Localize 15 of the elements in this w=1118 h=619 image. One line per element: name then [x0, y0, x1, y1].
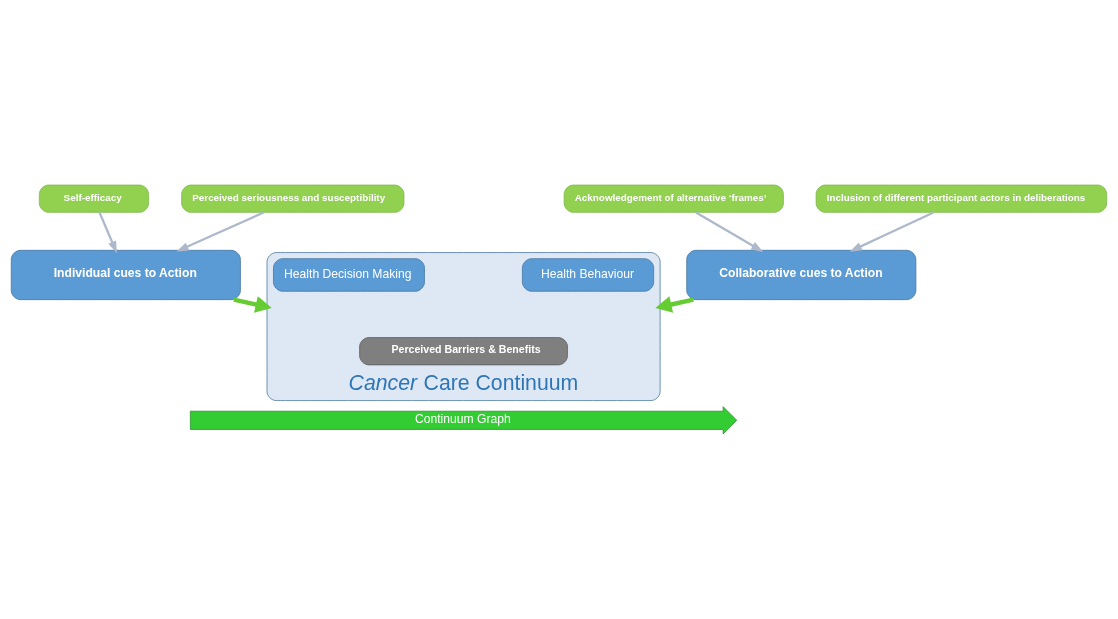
node-box: Individual cues to Action — [10, 249, 241, 300]
arrow — [849, 211, 934, 252]
arrow — [655, 296, 694, 313]
node-box: Health Decision Making — [273, 258, 425, 292]
node-box: Perceived seriousness and susceptibility — [181, 184, 405, 213]
node-box: Inclusion of different participant actors in deliberations — [815, 184, 1108, 213]
arrow — [695, 211, 764, 252]
node-box: Collaborative cues to Action — [686, 249, 917, 300]
arrow — [176, 211, 265, 252]
arrow — [233, 296, 272, 313]
node-box: Perceived Barriers & Benefits — [359, 337, 568, 366]
node-box: Health Behaviour — [522, 258, 655, 292]
node-box: Self-efficacy — [38, 184, 149, 213]
arrow — [98, 212, 117, 254]
node-box: Acknowledgement of alternative ‘frames’ — [563, 184, 784, 213]
